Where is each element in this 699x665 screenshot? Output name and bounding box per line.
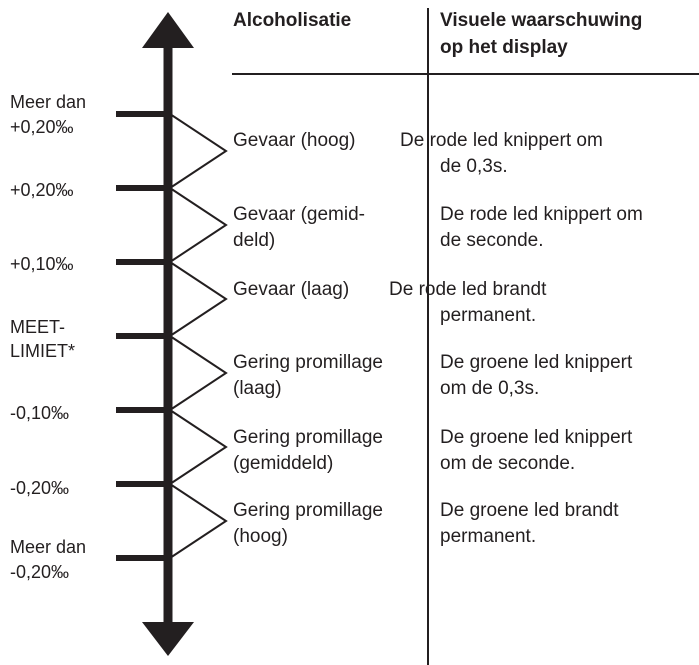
level-label: -0,20‰ [10,562,70,582]
warning-text: om de 0,3s. [440,378,540,399]
level-label: +0,20‰ [10,180,74,200]
warning-text: De rode led brandt [389,279,547,300]
state-label: Gevaar (laag) [233,279,350,300]
warning-text: De groene led knippert [440,352,633,373]
state-label: (laag) [233,378,282,399]
level-label: LIMIET* [10,341,76,361]
warning-text: De rode led knippert om [400,130,603,151]
warning-text: de 0,3s. [440,156,508,177]
state-label: (gemiddeld) [233,453,334,474]
level-label: +0,20‰ [10,117,74,137]
bracket-row-2 [169,187,228,263]
warning-text: om de seconde. [440,453,576,474]
bracket-row-1 [169,113,228,189]
level-label: -0,20‰ [10,478,70,498]
state-label: Gevaar (hoog) [233,130,356,151]
warning-text: de seconde. [440,230,544,251]
level-label: MEET- [10,317,66,337]
state-label: deld) [233,230,276,251]
warning-text: De groene led brandt [440,500,619,521]
warning-text: permanent. [440,526,537,547]
bracket-row-4 [169,335,228,411]
arrow-down-icon [142,622,194,656]
bracket-row-5 [169,409,228,485]
state-label: Gering promillage [233,352,383,373]
state-label: Gevaar (gemid- [233,204,365,225]
level-label: Meer dan [10,92,87,112]
state-label: (hoog) [233,526,288,547]
warning-text: De groene led knippert [440,427,633,448]
bracket-row-6 [169,483,228,559]
bracket-row-3 [169,261,228,337]
header-warning-line1: Visuele waarschuwing [440,10,643,31]
header-alcoholisatie: Alcoholisatie [233,10,352,31]
warning-text: De rode led knippert om [440,204,643,225]
state-label: Gering promillage [233,500,383,521]
level-label: Meer dan [10,537,87,557]
arrow-up-icon [142,12,194,48]
range-brackets [169,113,228,559]
level-label: -0,10‰ [10,403,70,423]
warning-text: permanent. [440,305,537,326]
level-ticks [116,111,172,561]
header-warning-line2: op het display [440,37,568,58]
state-label: Gering promillage [233,427,383,448]
level-label: +0,10‰ [10,254,74,274]
